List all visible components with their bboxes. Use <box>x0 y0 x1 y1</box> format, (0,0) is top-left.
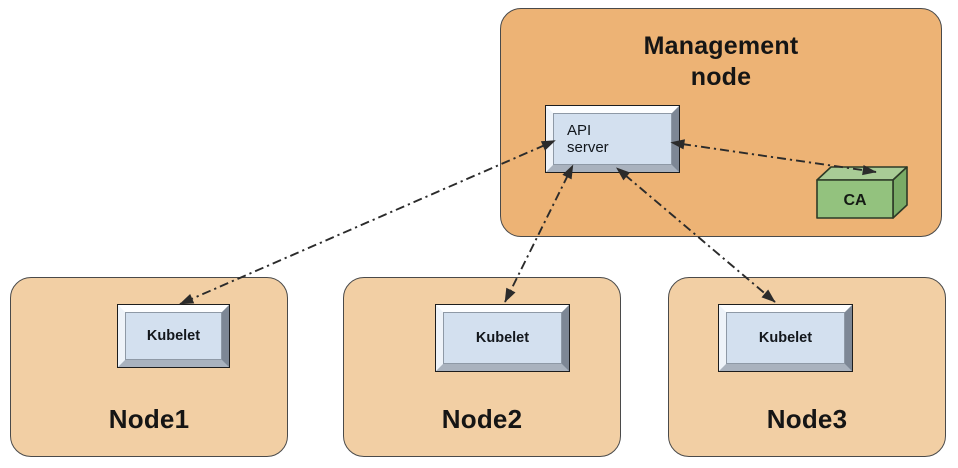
management-node-title: Management node <box>643 32 799 91</box>
api-server-box[interactable]: API server <box>545 105 680 173</box>
kubelet-face-2: Kubelet <box>443 312 562 364</box>
kubelet-box-3[interactable]: Kubelet <box>718 304 853 372</box>
kubelet-bevel-3 <box>719 305 852 371</box>
node-title-1: Node1 <box>108 404 190 434</box>
kubelet-bevel-1 <box>118 305 229 367</box>
api-server-label: API server <box>567 122 609 156</box>
kubelet-bevel-2 <box>436 305 569 371</box>
kubelet-box-1[interactable]: Kubelet <box>117 304 230 368</box>
ca-box[interactable]: CA <box>816 166 908 220</box>
kubelet-label-1: Kubelet <box>146 328 201 344</box>
node-title-3: Node3 <box>766 404 848 434</box>
kubelet-label-3: Kubelet <box>758 330 813 346</box>
ca-cuboid-shape <box>816 166 908 219</box>
api-server-bevel <box>546 106 679 172</box>
api-server-face: API server <box>553 113 672 165</box>
kubelet-face-1: Kubelet <box>125 312 222 360</box>
node-title-2: Node2 <box>441 404 523 434</box>
kubelet-box-2[interactable]: Kubelet <box>435 304 570 372</box>
kubelet-face-3: Kubelet <box>726 312 845 364</box>
kubelet-label-2: Kubelet <box>475 330 530 346</box>
